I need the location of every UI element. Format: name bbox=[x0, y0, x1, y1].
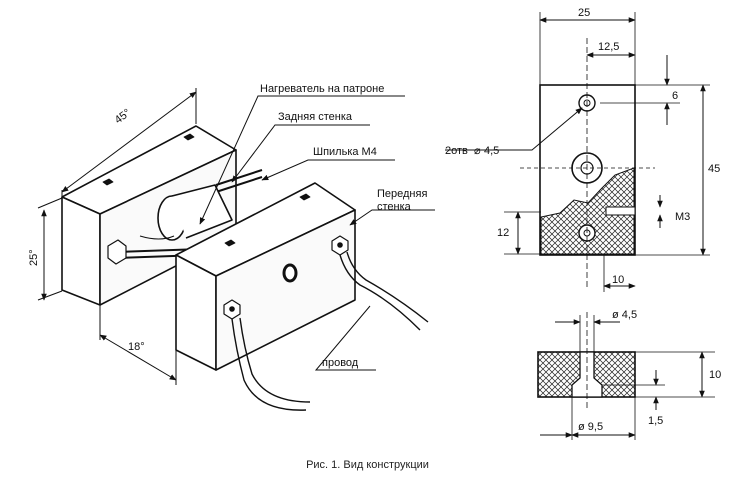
dim-front-half-width: 12,5 bbox=[598, 41, 619, 53]
dim-section-height: 10 bbox=[709, 369, 721, 381]
dim-front-lower: 12 bbox=[497, 227, 509, 239]
iso-dimensions bbox=[37, 88, 197, 385]
label-thread: М3 bbox=[675, 211, 690, 223]
wires bbox=[231, 251, 429, 411]
iso-length-dim: 45° bbox=[113, 107, 134, 127]
front-view bbox=[445, 12, 710, 292]
dim-front-width: 25 bbox=[578, 7, 590, 19]
label-holes: 2отв bbox=[445, 145, 468, 157]
figure-caption: Рис. 1. Вид конструкции bbox=[306, 459, 429, 471]
label-back-wall: Задняя стенка bbox=[278, 111, 353, 123]
isometric-view bbox=[61, 125, 429, 411]
section-view bbox=[537, 312, 715, 440]
front-wall-block bbox=[175, 182, 356, 371]
leader-lines bbox=[199, 95, 435, 371]
dim-hole-diameter: 4,5 bbox=[484, 145, 499, 157]
iso-depth-dim: 18° bbox=[128, 341, 145, 353]
label-stud: Шпилька М4 bbox=[313, 146, 377, 158]
dim-section-counterbore: 1,5 bbox=[648, 415, 663, 427]
label-front-wall-1: Передняя bbox=[377, 188, 427, 200]
label-wire: провод bbox=[322, 357, 359, 369]
dim-front-top-offset: 6 bbox=[672, 90, 678, 102]
label-heater: Нагреватель на патроне bbox=[260, 83, 384, 95]
iso-height-dim: 25° bbox=[28, 249, 40, 266]
dim-section-top-diameter: ø 4,5 bbox=[612, 309, 637, 321]
dim-front-bottom-offset: 10 bbox=[612, 274, 624, 286]
diameter-icon: ⌀ bbox=[474, 145, 481, 157]
dim-section-bottom-diameter: ø 9,5 bbox=[578, 421, 603, 433]
label-front-wall-2: стенка bbox=[377, 201, 412, 213]
dim-front-height: 45 bbox=[708, 163, 720, 175]
